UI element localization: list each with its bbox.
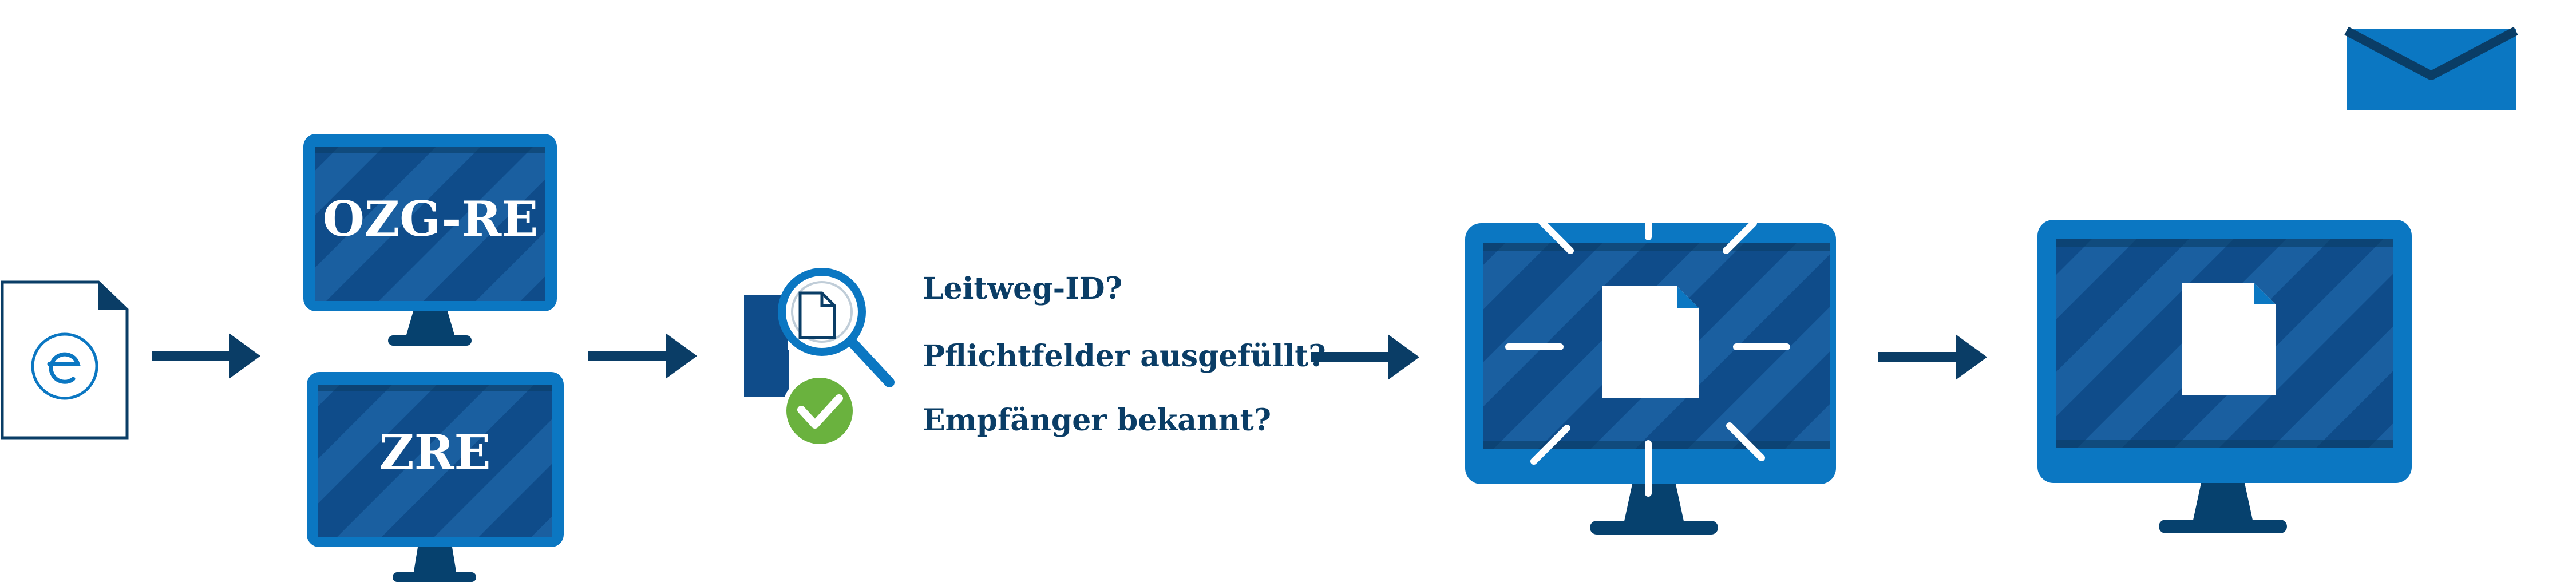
- arrow-right-icon: [152, 333, 260, 379]
- check-leitweg-id: Leitweg-ID?: [923, 271, 1122, 306]
- e-invoice-document-icon: [1, 280, 129, 440]
- arrow-right-icon: [1878, 334, 1987, 380]
- document-icon: [2182, 283, 2276, 395]
- ozg-re-label: OZG-RE: [323, 191, 538, 247]
- arrow-right-icon: [588, 333, 697, 379]
- arrow-right-icon: [1311, 334, 1419, 380]
- ozg-re-monitor: OZG-RE: [303, 134, 557, 346]
- processing-monitor: [1465, 217, 1836, 535]
- envelope-icon: [2344, 26, 2518, 110]
- document-icon: [1602, 286, 1699, 398]
- zre-monitor: ZRE: [307, 372, 564, 582]
- check-empfaenger: Empfänger bekannt?: [923, 403, 1271, 438]
- zre-label: ZRE: [379, 424, 490, 481]
- document-magnifier-icon: [744, 268, 895, 397]
- recipient-monitor: [2037, 220, 2412, 533]
- check-pflichtfelder: Pflichtfelder ausgefüllt?: [923, 339, 1326, 374]
- green-check-icon: [782, 373, 857, 449]
- highlight-rays: [1505, 217, 1790, 497]
- validation-checks: Leitweg-ID? Pflichtfelder ausgefüllt? Em…: [923, 271, 1326, 438]
